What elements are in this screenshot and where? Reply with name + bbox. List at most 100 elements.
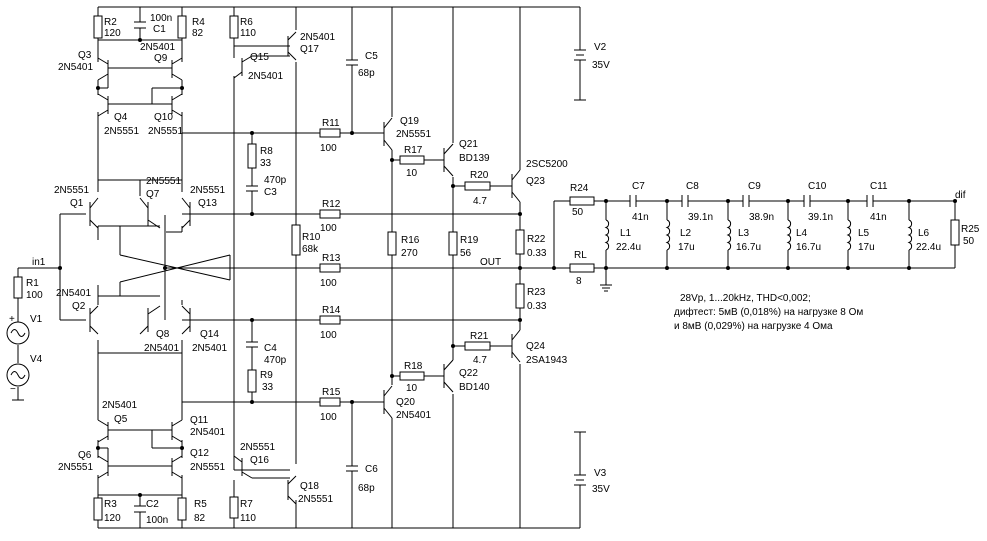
in1-label: in1 (32, 257, 46, 268)
q16-ref: Q16 (250, 455, 269, 466)
q22-type: BD140 (459, 382, 490, 393)
r12-ref: R12 (322, 199, 341, 210)
q20-ref: Q20 (396, 397, 415, 408)
c9-value: 38.9n (749, 212, 774, 223)
l6-value: 22.4u (916, 242, 941, 253)
r18-ref: R18 (404, 361, 423, 372)
r23-value: 0.33 (527, 301, 547, 312)
r24-ref: R24 (570, 183, 589, 194)
r14-value: 100 (320, 330, 337, 341)
l2-value: 17u (678, 242, 695, 253)
c10-value: 39.1n (808, 212, 833, 223)
q6-type: 2N5551 (58, 462, 93, 473)
l2-ref: L2 (680, 228, 692, 239)
r24-value: 50 (572, 207, 584, 218)
q1-ref: Q1 (70, 198, 84, 209)
r11-value: 100 (320, 143, 337, 154)
c1-ref: C1 (153, 24, 166, 35)
c10-ref: C10 (808, 181, 827, 192)
q21-type: BD139 (459, 153, 490, 164)
q15-type: 2N5401 (248, 71, 283, 82)
r22-value: 0.33 (527, 248, 547, 259)
r25-value: 50 (963, 236, 975, 247)
q4-type: 2N5551 (104, 126, 139, 137)
r19-ref: R19 (460, 235, 479, 246)
c2-ref: C2 (146, 499, 159, 510)
r6-value: 110 (240, 28, 256, 39)
l1-ref: L1 (620, 228, 632, 239)
transistors (89, 31, 521, 505)
q13-ref: Q13 (198, 198, 217, 209)
q2-ref: Q2 (72, 301, 86, 312)
q14-ref: Q14 (200, 329, 219, 340)
r7-ref: R7 (240, 499, 253, 510)
v3-value: 35V (592, 484, 610, 495)
r20-value: 4.7 (473, 196, 487, 207)
q5-type: 2N5401 (102, 400, 137, 411)
q11-type: 2N5401 (190, 427, 225, 438)
q4-ref: Q4 (114, 112, 128, 123)
q22-ref: Q22 (459, 368, 478, 379)
v3-ref: V3 (594, 468, 607, 479)
r15-ref: R15 (322, 387, 341, 398)
r5-ref: R5 (194, 499, 207, 510)
r10-ref: R10 (302, 232, 321, 243)
q18-ref: Q18 (300, 481, 319, 492)
q12-ref: Q12 (190, 448, 209, 459)
plus-sign: + (9, 314, 15, 325)
r19-value: 56 (460, 248, 472, 259)
q8-type: 2N5401 (144, 343, 179, 354)
q10-type: 2N5551 (148, 126, 183, 137)
c1-value: 100n (150, 13, 172, 24)
c4-value: 470p (264, 355, 287, 366)
q5-ref: Q5 (114, 414, 128, 425)
note-line-2: дифтест: 5мВ (0,018%) на нагрузке 8 Ом (674, 306, 863, 318)
out-label: OUT (480, 257, 501, 268)
q24-type: 2SA1943 (526, 355, 568, 366)
q9-type: 2N5401 (140, 42, 175, 53)
notes-block: 28Vp, 1...20kHz, THD<0,002; дифтест: 5мВ… (674, 293, 863, 332)
r18-value: 10 (406, 383, 418, 394)
junction-dots (58, 38, 957, 497)
v2-ref: V2 (594, 42, 607, 53)
r6-ref: R6 (240, 17, 253, 28)
q17-ref: Q17 (300, 44, 319, 55)
dif-label: dif (955, 190, 966, 201)
r3-value: 120 (104, 513, 121, 524)
q10-ref: Q10 (154, 112, 173, 123)
c5-value: 68p (358, 68, 375, 79)
q13-type: 2N5551 (190, 185, 225, 196)
l1-value: 22.4u (616, 242, 641, 253)
l5-value: 17u (858, 242, 875, 253)
capacitor-plates (134, 21, 874, 513)
r9-ref: R9 (260, 370, 273, 381)
r22-ref: R22 (527, 234, 546, 245)
r1-value: 100 (26, 290, 43, 301)
component-labels: R2 120 100n C1 R4 82 R6 110 2N5401 Q17 2… (9, 13, 980, 526)
q17-type: 2N5401 (300, 32, 335, 43)
r20-ref: R20 (470, 170, 489, 181)
l3-value: 16.7u (736, 242, 761, 253)
c6-ref: C6 (365, 464, 378, 475)
c3-ref: C3 (264, 187, 277, 198)
r7-value: 110 (240, 513, 256, 524)
q23-ref: Q23 (526, 176, 545, 187)
rl-ref: RL (574, 250, 587, 261)
q8-ref: Q8 (156, 329, 170, 340)
q14-type: 2N5401 (192, 343, 227, 354)
r16-value: 270 (401, 248, 418, 259)
q2-type: 2N5401 (56, 288, 91, 299)
rl-value: 8 (576, 276, 582, 287)
r8-value: 33 (260, 158, 272, 169)
l4-ref: L4 (796, 228, 808, 239)
c7-ref: C7 (632, 181, 645, 192)
r10-value: 68k (302, 244, 319, 255)
v4-ref: V4 (30, 354, 43, 365)
r2-value: 120 (104, 28, 121, 39)
q21-ref: Q21 (459, 139, 478, 150)
note-line-3: и 8мВ (0,029%) на нагрузке 4 Ома (674, 321, 833, 332)
q7-type: 2N5551 (146, 176, 181, 187)
c11-value: 41n (870, 212, 887, 223)
resistors (13, 15, 960, 521)
